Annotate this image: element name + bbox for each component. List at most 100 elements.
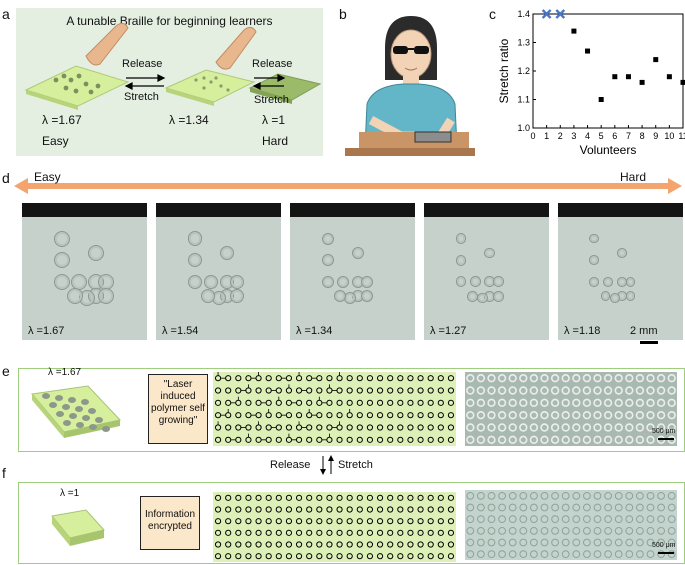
- pattern-dot: [275, 436, 282, 443]
- photo-dot: [561, 503, 570, 512]
- pattern-dot: [214, 541, 222, 548]
- photo-dot: [540, 386, 549, 395]
- pattern-dot: [285, 424, 293, 431]
- braille-dot: [625, 291, 636, 302]
- braille-dot: [351, 246, 364, 260]
- photo-dot: [572, 550, 581, 559]
- pattern-dot: [407, 436, 414, 443]
- pattern-dot: [265, 494, 272, 501]
- photo-dot: [583, 538, 591, 547]
- braille-dot: [220, 245, 235, 261]
- braille-dot: [600, 291, 611, 302]
- panel-e-lambda: λ =1.67: [48, 367, 82, 378]
- pattern-dot: [316, 412, 323, 419]
- panel-f-lambda: λ =1: [60, 488, 80, 499]
- micrograph-e: [465, 372, 677, 446]
- photo-dot: [635, 435, 645, 445]
- easy-hard-arrow: [14, 178, 682, 194]
- photo-dot: [551, 503, 559, 512]
- braille-dot: [469, 276, 481, 288]
- photo-dot: [614, 423, 623, 432]
- pattern-dot: [427, 424, 434, 431]
- photo-dot: [572, 386, 581, 395]
- pattern-dot: [275, 518, 282, 525]
- photo-dot: [530, 526, 538, 535]
- pattern-dot: [255, 412, 262, 419]
- lambda-label-mid: λ =1.34: [169, 113, 209, 127]
- photo-dot: [550, 410, 560, 420]
- braille-dot: [229, 274, 245, 289]
- pattern-dot: [417, 494, 424, 501]
- pattern-dot: [295, 436, 303, 443]
- photo-dot: [561, 538, 570, 547]
- data-point-cross: [541, 9, 552, 19]
- photo-dot: [561, 410, 570, 420]
- pattern-dot: [275, 387, 282, 394]
- photo-dot: [466, 386, 475, 395]
- pattern-dot: [427, 494, 434, 501]
- pattern-dot: [376, 506, 384, 513]
- photo-dot: [572, 526, 581, 535]
- photo-dot: [508, 410, 517, 420]
- pattern-dot: [265, 518, 272, 525]
- pattern-dot: [295, 506, 303, 513]
- photo-dot: [497, 386, 507, 395]
- photo-dot: [508, 398, 517, 408]
- photo-dot: [487, 423, 496, 432]
- scale-bar-f-label: 500 μm: [652, 542, 676, 549]
- pattern-dot: [427, 541, 434, 548]
- photo-dot: [593, 398, 602, 408]
- photo-dot: [625, 398, 634, 408]
- photo-dot: [476, 386, 486, 395]
- pattern-dot: [356, 412, 363, 419]
- photo-dot: [530, 550, 538, 559]
- pattern-dot: [407, 412, 414, 419]
- photo-dot: [667, 373, 676, 383]
- photo-dot: [646, 423, 655, 432]
- pattern-dot: [326, 553, 333, 560]
- photo-dot: [572, 410, 581, 420]
- braille-micrograph: λ =1.54: [156, 203, 281, 340]
- pattern-dot: [245, 553, 252, 560]
- pad-dot: [62, 404, 70, 410]
- pattern-dot: [397, 375, 404, 382]
- braille-micrograph: λ =1.27: [424, 203, 549, 340]
- pattern-dot: [275, 553, 282, 560]
- stretch-label-2: Stretch: [254, 94, 289, 106]
- pattern-dot: [366, 436, 374, 443]
- pattern-dot: [306, 506, 313, 513]
- photo-dot: [561, 526, 570, 535]
- photo-dot: [508, 538, 517, 547]
- data-point-square: [585, 48, 591, 54]
- photo-dot: [487, 410, 496, 420]
- panel-label-a: a: [2, 6, 10, 22]
- pattern-dot: [437, 375, 444, 382]
- photo-dot: [487, 538, 496, 547]
- pattern-dot: [225, 541, 232, 548]
- pattern-dot: [255, 506, 262, 513]
- braille-dot: [484, 247, 496, 259]
- photo-dot: [582, 423, 592, 432]
- photo-dot: [636, 526, 644, 535]
- braille-dot: [589, 255, 600, 266]
- pattern-dot: [265, 375, 272, 382]
- photo-dot: [561, 515, 570, 524]
- x-tick-label: 8: [640, 131, 645, 141]
- pattern-dot: [447, 387, 455, 394]
- x-tick-label: 5: [599, 131, 604, 141]
- photo-dot: [614, 491, 623, 500]
- pattern-dot: [427, 399, 434, 406]
- y-tick-label: 1.1: [517, 95, 530, 105]
- pattern-dot: [366, 375, 374, 382]
- data-point-cross: [555, 9, 566, 19]
- pattern-dot: [235, 412, 242, 419]
- pattern-dot: [447, 494, 455, 501]
- pattern-dot: [417, 506, 424, 513]
- braille-dot: [625, 276, 636, 287]
- encrypted-note: Information encrypted: [140, 496, 200, 550]
- braille-dot: [97, 288, 114, 305]
- photo-dot: [583, 491, 591, 500]
- photo-dot: [646, 386, 655, 395]
- micrograph-edge: [558, 203, 683, 217]
- photo-dot: [646, 550, 655, 559]
